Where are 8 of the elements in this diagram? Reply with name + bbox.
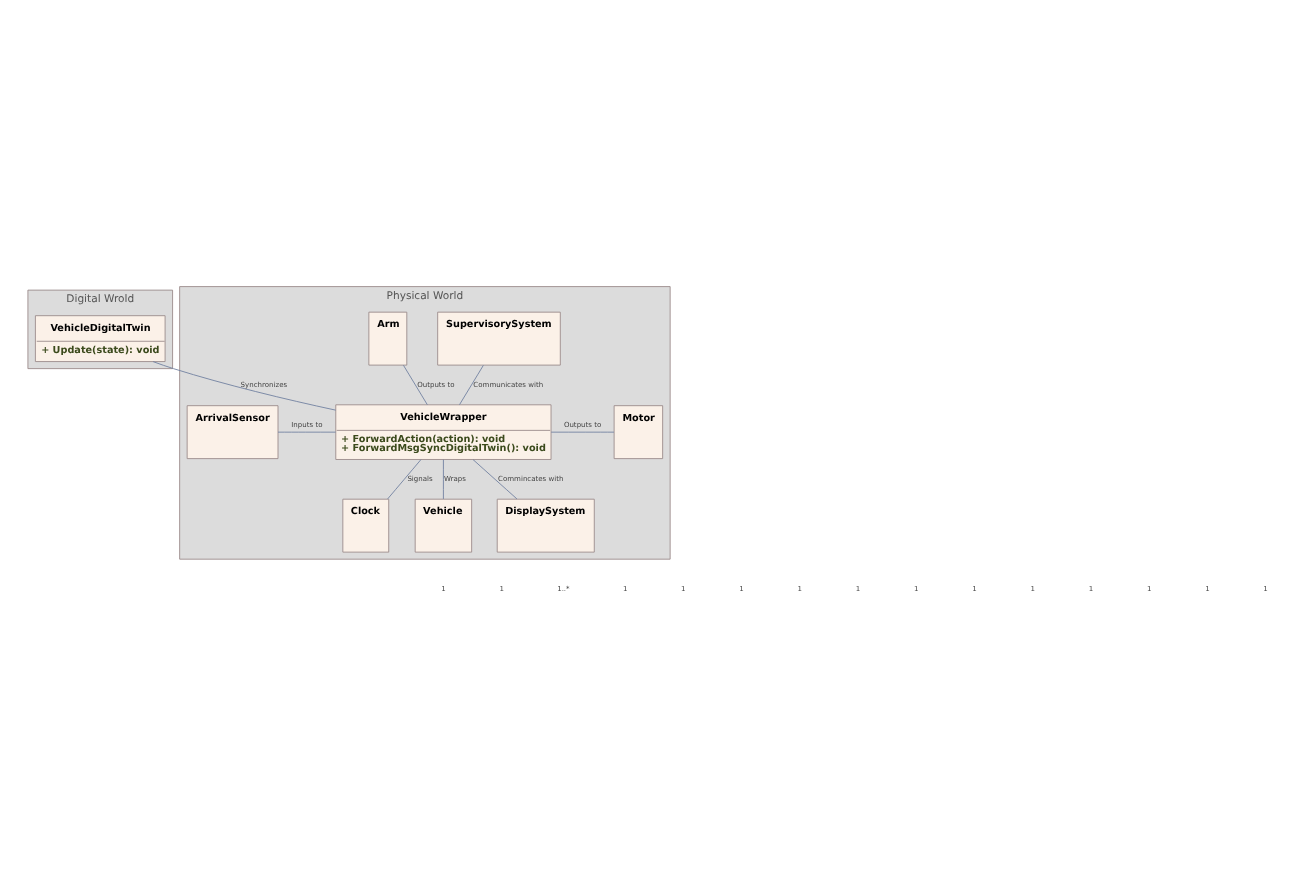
connector bbox=[443, 458, 444, 499]
connector bbox=[277, 430, 337, 432]
connector bbox=[550, 430, 615, 432]
connector bbox=[403, 363, 428, 405]
connector bbox=[472, 458, 518, 499]
connector bbox=[459, 363, 484, 405]
connector bbox=[387, 458, 422, 499]
connector bbox=[152, 360, 337, 410]
